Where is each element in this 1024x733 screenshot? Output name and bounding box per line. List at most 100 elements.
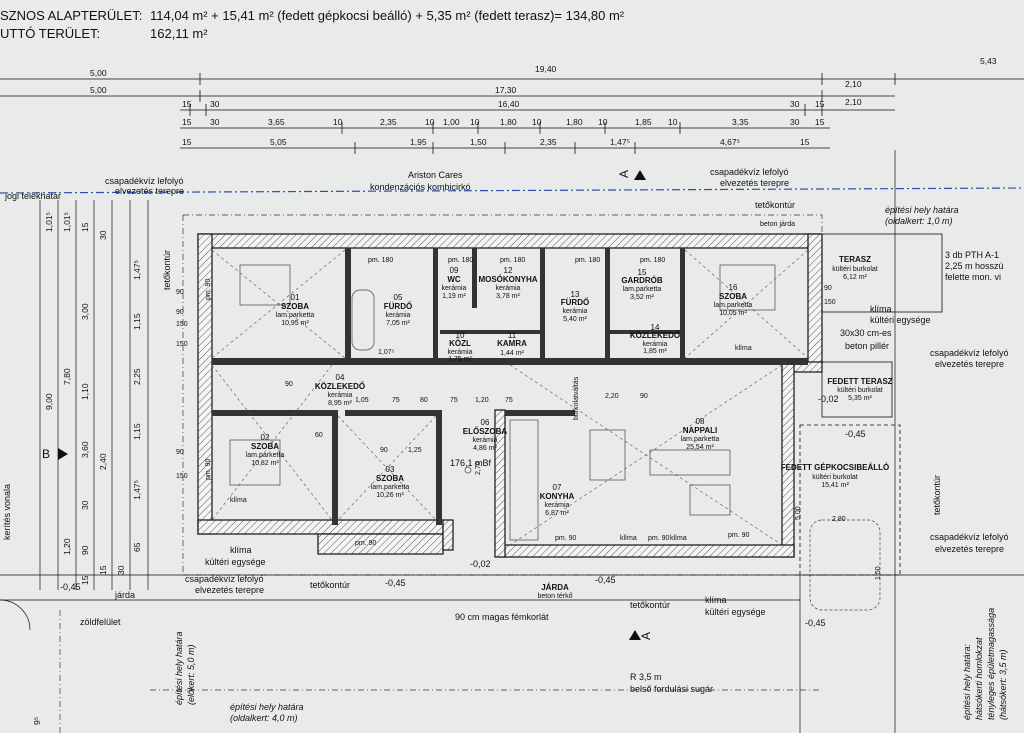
top-dimension-text: 5,00 19,40 5,43 5,00 17,30 2,10 15 30 16…	[90, 56, 997, 147]
fence-label: kerítés vonala	[2, 484, 12, 540]
stair-icon	[464, 466, 472, 474]
dim-label: 90	[380, 447, 388, 454]
svg-text:03: 03	[386, 465, 395, 474]
dim-label: 15	[80, 222, 90, 232]
svg-text:kerámia: kerámia	[448, 349, 473, 356]
svg-text:25,54 m²: 25,54 m²	[686, 444, 714, 451]
svg-text:SZOBA: SZOBA	[281, 302, 309, 311]
dim-label: 2,80	[832, 516, 846, 523]
svg-text:SZOBA: SZOBA	[719, 292, 747, 301]
roof-outline	[183, 214, 823, 232]
dim-label: 15	[800, 137, 810, 147]
dim-label: 60	[315, 432, 323, 439]
svg-text:10,95 m²: 10,95 m²	[281, 320, 309, 327]
boiler-note: kondenzációs kombicirkó	[370, 182, 471, 192]
dim-label: 3,35	[732, 117, 749, 127]
svg-text:kerámia: kerámia	[496, 285, 521, 292]
dim-label: 80	[420, 397, 428, 404]
svg-text:JÁRDA: JÁRDA	[541, 583, 569, 592]
dim-label: 1,07⁵	[378, 349, 395, 356]
elevation-label: -0,02	[818, 394, 839, 404]
building-limit-label: (oldalkert: 1,0 m)	[885, 216, 953, 226]
svg-text:06: 06	[481, 418, 490, 427]
svg-text:lam.parketta: lam.parketta	[371, 484, 410, 491]
svg-text:lam.parketta: lam.parketta	[276, 312, 315, 319]
building-limit-label: (oldalkert: 4,0 m)	[230, 713, 298, 723]
svg-text:kerámia: kerámia	[545, 502, 570, 509]
svg-text:1,75 m²: 1,75 m²	[448, 356, 472, 363]
dim-label: 90	[176, 449, 184, 456]
svg-text:MOSÓKONYHA: MOSÓKONYHA	[478, 275, 537, 284]
dim-label: 30	[80, 500, 90, 510]
greenery-label: zöldfelület	[80, 617, 121, 627]
svg-text:FEDETT TERASZ: FEDETT TERASZ	[827, 377, 892, 386]
dim-label: 2,35	[380, 117, 397, 127]
building-limit-label: építési hely határa	[174, 631, 184, 705]
turning-radius-label: R 3,5 m	[630, 672, 662, 682]
svg-text:TERASZ: TERASZ	[839, 255, 871, 264]
header-area-label: SZNOS ALAPTERÜLET:	[0, 8, 143, 23]
gutter-note: elvezetés terepre	[720, 178, 789, 188]
gutter-note: csapadékvíz lefolyó	[930, 532, 1009, 542]
svg-text:KÖZL: KÖZL	[449, 339, 471, 348]
window-label: pm. 90	[355, 540, 377, 547]
svg-text:3,52 m²: 3,52 m²	[630, 294, 654, 301]
boiler-note: Ariston Cares	[408, 170, 463, 180]
gutter-note: csapadékvíz lefolyó	[185, 574, 264, 584]
left-dimension-lines	[39, 200, 149, 590]
svg-text:lam.parketta: lam.parketta	[681, 436, 720, 443]
dim-label: 150	[176, 473, 188, 480]
roof-outline-label: tetőkontúr	[932, 475, 942, 515]
gutter-note: elvezetés terepre	[115, 186, 184, 196]
svg-text:10: 10	[456, 331, 465, 340]
dim-label: 1,47⁵	[132, 260, 142, 280]
window-label: pm. 90	[728, 532, 750, 539]
dim-label: 10	[470, 117, 480, 127]
dim-label: 150	[176, 341, 188, 348]
svg-text:01: 01	[291, 293, 300, 302]
ac-outdoor-note: kültéri egysége	[205, 557, 266, 567]
dim-label: 2,10	[845, 79, 862, 89]
ac-outdoor-note: kültéri egysége	[705, 607, 766, 617]
header-area-value: 114,04 m² + 15,41 m² (fedett gépkocsi be…	[150, 8, 625, 23]
dim-label: 5,43	[980, 56, 997, 66]
inner-dimensions: 90 150 90 150 90 150 90 150 1,07⁵ 90 1,0…	[176, 285, 882, 580]
svg-text:1,19 m²: 1,19 m²	[442, 293, 466, 300]
svg-text:KONYHA: KONYHA	[540, 492, 575, 501]
top-dimension-lines	[0, 73, 1024, 154]
dim-label: 2,70	[475, 461, 482, 475]
dim-label: 5,00	[795, 506, 802, 520]
property-line-label: jogi telekhatár	[4, 191, 61, 201]
sofa-icon	[689, 484, 731, 516]
svg-text:1,44 m²: 1,44 m²	[500, 350, 524, 357]
svg-text:beton térkő: beton térkő	[537, 593, 572, 600]
svg-text:08: 08	[696, 417, 705, 426]
dim-label: 5,00	[90, 85, 107, 95]
dim-label: 1,20	[62, 538, 72, 555]
svg-text:4,86 m²: 4,86 m²	[473, 445, 497, 452]
dim-label: 1,80	[566, 117, 583, 127]
dim-label: 19,40	[535, 64, 557, 74]
svg-text:5,40 m²: 5,40 m²	[563, 316, 587, 323]
svg-text:5,35 m²: 5,35 m²	[848, 395, 872, 402]
svg-text:SZOBA: SZOBA	[376, 474, 404, 483]
svg-text:10,82 m²: 10,82 m²	[251, 460, 279, 467]
railing-label: 90 cm magas fémkorlát	[455, 612, 549, 622]
svg-text:kerámia: kerámia	[442, 285, 467, 292]
dim-label: 75	[392, 397, 400, 404]
dim-label: 1,15	[132, 313, 142, 330]
gutter-note: elvezetés terepre	[935, 359, 1004, 369]
concrete-path-label: beton járda	[760, 221, 795, 228]
window-label: pm. 90	[648, 535, 670, 542]
svg-text:3,78 m²: 3,78 m²	[496, 293, 520, 300]
window-label: pm. 90	[205, 278, 212, 300]
elevation-label: -0,02	[470, 559, 491, 569]
bathtub-icon	[351, 289, 375, 351]
